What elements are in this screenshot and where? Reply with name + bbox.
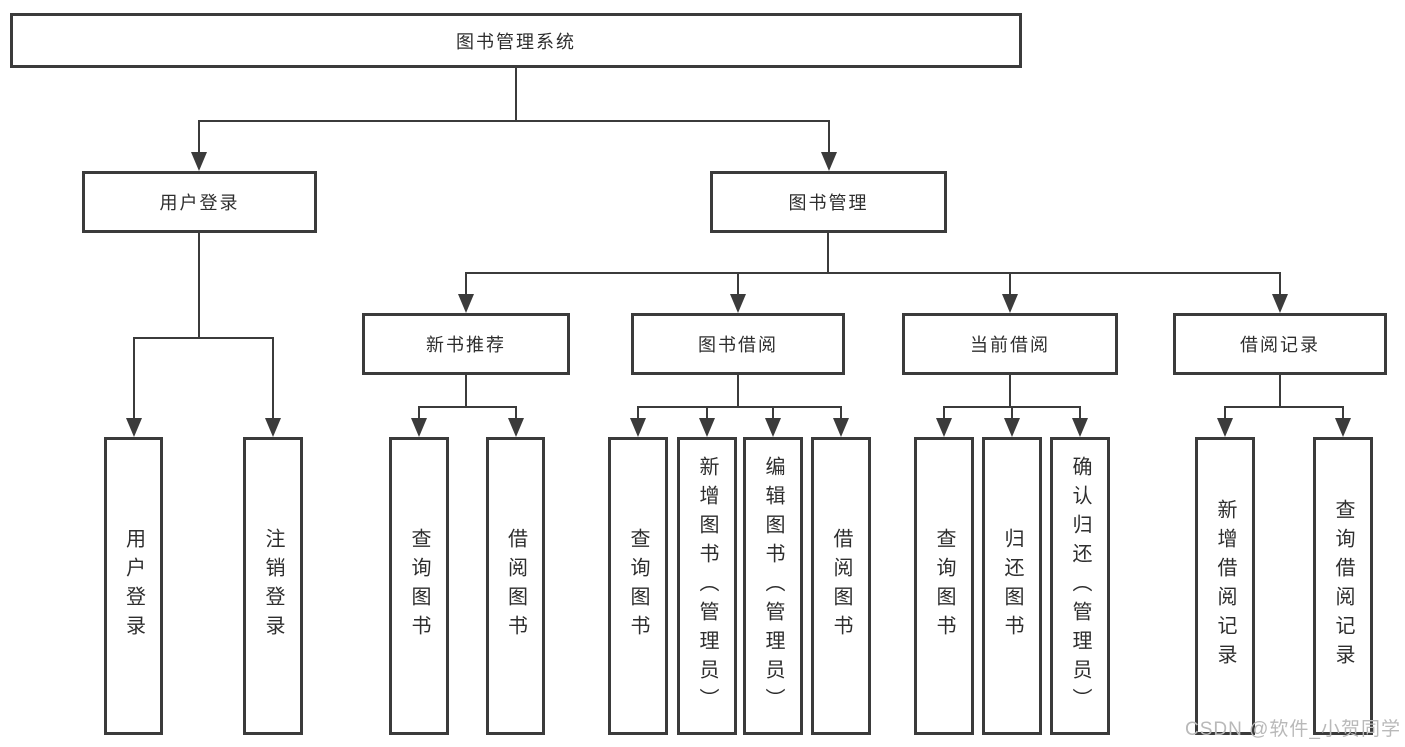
leaf-return-books: 归还图书 [982,437,1042,735]
connector-book-management-stem [827,233,829,272]
arrow-down-icon [936,418,952,437]
connector-drop-user-login [198,120,200,152]
arrow-down-icon [411,418,427,437]
connector-book-borrow-branch [637,406,842,408]
arrow-down-icon [699,418,715,437]
connector-borrow-records-stem [1279,375,1281,406]
node-user-login: 用户登录 [82,171,317,233]
connector-drop-leaf [840,406,842,418]
connector-drop-leaf [706,406,708,418]
arrow-down-icon [833,418,849,437]
connector-book-management-branch [465,272,1280,274]
node-current-borrow: 当前借阅 [902,313,1118,375]
arrow-down-icon [126,418,142,437]
leaf-add-books-admin: 新增图书（管理员） [677,437,737,735]
arrow-down-icon [1072,418,1088,437]
connector-drop-book-management [828,120,830,152]
connector-drop-leaf [1342,406,1344,418]
leaf-borrow-books: 借阅图书 [811,437,871,735]
connector-user-login-stem [198,233,200,337]
leaf-borrow-books-recommend: 借阅图书 [486,437,545,735]
connector-drop-leaf [515,406,517,418]
arrow-down-icon [458,294,474,313]
connector-drop-login-leaf [133,337,135,418]
node-book-management: 图书管理 [710,171,947,233]
connector-drop-leaf [1011,406,1013,418]
leaf-query-books-recommend: 查询图书 [389,437,449,735]
connector-current-borrow-stem [1009,375,1011,406]
connector-borrow-records-branch [1224,406,1344,408]
connector-drop-leaf [772,406,774,418]
arrow-down-icon [508,418,524,437]
leaf-edit-books-admin: 编辑图书（管理员） [743,437,803,735]
connector-drop-logout-leaf [272,337,274,418]
connector-root-branch [198,120,830,122]
node-borrow-records: 借阅记录 [1173,313,1387,375]
connector-drop-borrow-records [1279,272,1281,294]
connector-new-book-branch [418,406,516,408]
connector-new-book-stem [465,375,467,406]
connector-user-login-branch [133,337,273,339]
arrow-down-icon [1335,418,1351,437]
arrow-down-icon [1217,418,1233,437]
leaf-query-borrow-record: 查询借阅记录 [1313,437,1373,735]
leaf-logout: 注销登录 [243,437,303,735]
node-book-borrow: 图书借阅 [631,313,845,375]
connector-drop-leaf [1224,406,1226,418]
connector-drop-leaf [418,406,420,418]
leaf-query-books-current: 查询图书 [914,437,974,735]
arrow-down-icon [1272,294,1288,313]
connector-book-borrow-stem [737,375,739,406]
connector-drop-new-book [465,272,467,294]
csdn-watermark: CSDN @软件_小贺同学 [1185,719,1401,740]
connector-drop-current-borrow [1009,272,1011,294]
arrow-down-icon [630,418,646,437]
node-library-management-system: 图书管理系统 [10,13,1022,68]
connector-drop-leaf [1079,406,1081,418]
node-new-book-recommend: 新书推荐 [362,313,570,375]
leaf-confirm-return-admin: 确认归还（管理员） [1050,437,1110,735]
connector-root-stem [515,68,517,120]
arrow-down-icon [821,152,837,171]
arrow-down-icon [730,294,746,313]
leaf-user-login: 用户登录 [104,437,163,735]
leaf-query-books-borrow: 查询图书 [608,437,668,735]
leaf-add-borrow-record: 新增借阅记录 [1195,437,1255,735]
arrow-down-icon [265,418,281,437]
arrow-down-icon [191,152,207,171]
connector-drop-leaf [637,406,639,418]
arrow-down-icon [1004,418,1020,437]
connector-drop-book-borrow [737,272,739,294]
connector-drop-leaf [943,406,945,418]
arrow-down-icon [765,418,781,437]
arrow-down-icon [1002,294,1018,313]
